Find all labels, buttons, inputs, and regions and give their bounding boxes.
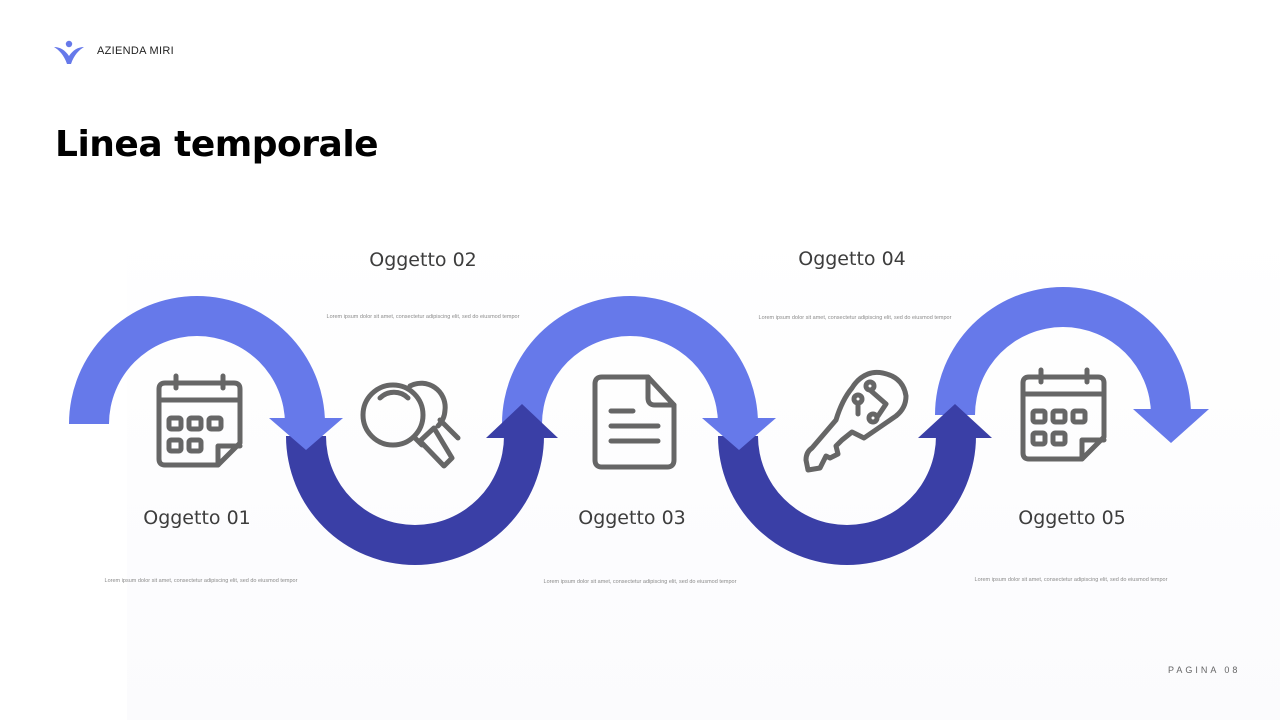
arrowhead-down-1: [269, 418, 343, 450]
brand-name: AZIENDA MIRI: [97, 45, 174, 57]
calendar-icon: [156, 373, 243, 468]
item-label-02: Oggetto 02: [369, 249, 477, 271]
item-desc-05: Lorem ipsum dolor sit amet, consectetur …: [974, 577, 1168, 583]
item-label-04: Oggetto 04: [798, 248, 906, 270]
arc-upper-1: [69, 296, 325, 424]
search-icon: [360, 380, 461, 469]
calendar-icon-5: [1020, 367, 1107, 462]
page-title: Linea temporale: [55, 124, 379, 165]
company-logo-icon: [54, 40, 84, 64]
item-desc-01: Lorem ipsum dolor sit amet, consectetur …: [104, 578, 298, 584]
page-number: PAGINA 08: [1168, 665, 1241, 675]
item-label-03: Oggetto 03: [578, 507, 686, 529]
item-label-05: Oggetto 05: [1018, 507, 1126, 529]
document-icon: [592, 374, 677, 470]
item-desc-03: Lorem ipsum dolor sit amet, consectetur …: [543, 579, 737, 585]
arrowhead-up-1: [486, 404, 558, 438]
key-icon: [803, 369, 909, 473]
arrowhead-down-3: [1133, 409, 1209, 443]
arrowhead-down-2: [702, 418, 776, 450]
item-label-01: Oggetto 01: [143, 507, 251, 529]
arc-lower-2: [718, 436, 976, 565]
arc-upper-2: [502, 296, 758, 424]
arc-lower-1: [286, 436, 544, 565]
item-desc-04: Lorem ipsum dolor sit amet, consectetur …: [758, 315, 952, 321]
arrowhead-up-2: [918, 404, 992, 438]
arc-upper-3: [935, 287, 1191, 415]
item-desc-02: Lorem ipsum dolor sit amet, consectetur …: [326, 314, 520, 320]
